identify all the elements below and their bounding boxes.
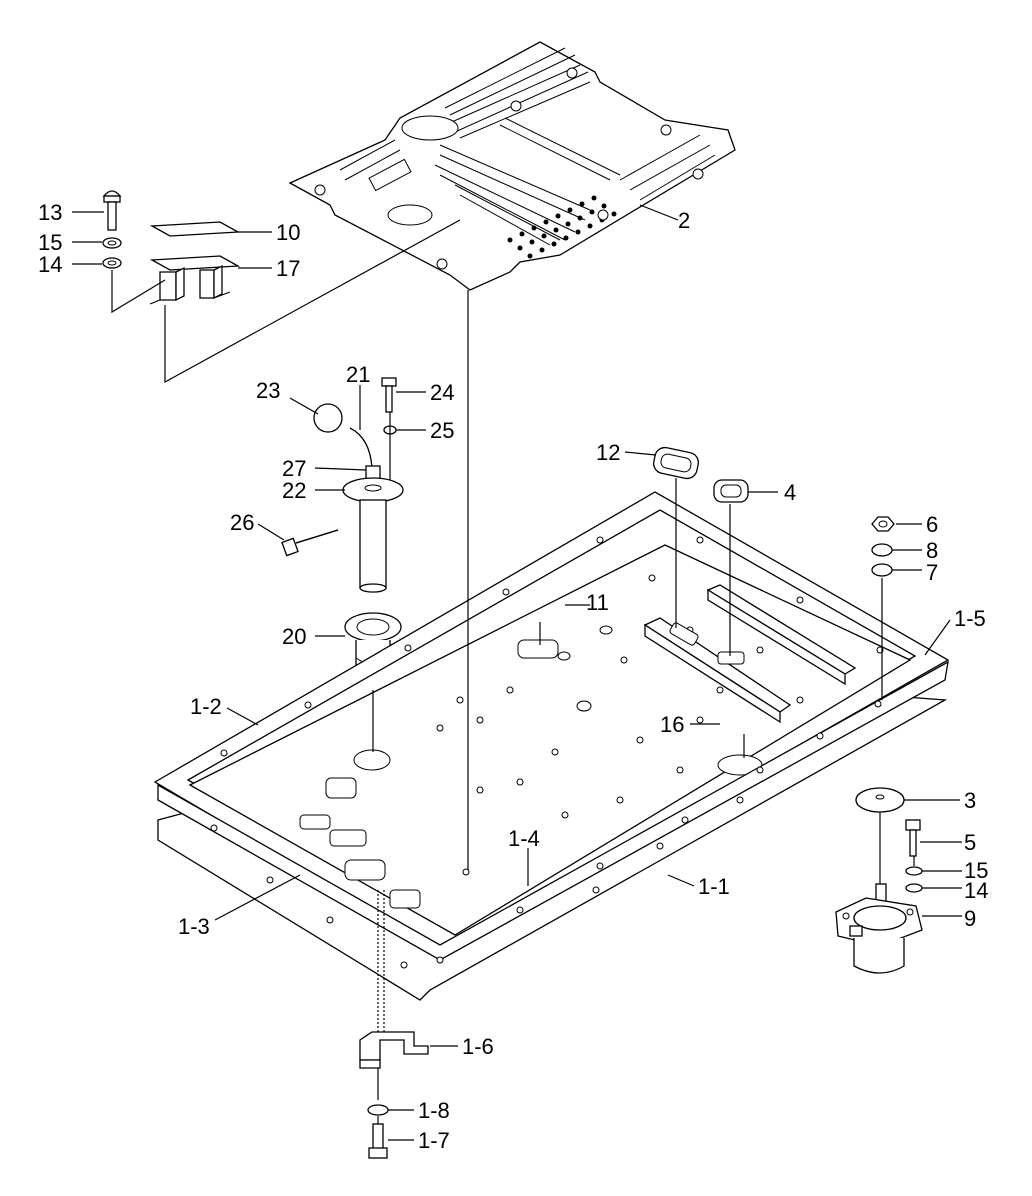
callout-1-2: 1-2 (190, 694, 222, 719)
callout-1-7: 1-7 (418, 1128, 450, 1153)
callout-11: 11 (586, 590, 609, 615)
callout-17: 17 (276, 256, 300, 281)
grommet-4 (713, 479, 749, 503)
plate-10 (149, 221, 241, 237)
callout-3: 3 (964, 788, 976, 813)
callout-15b: 15 (964, 858, 988, 883)
rail-1-4 (643, 584, 857, 724)
callout-8: 8 (926, 538, 938, 563)
spacer-3 (855, 787, 905, 813)
callout-22: 22 (282, 478, 306, 503)
bolt-24 (381, 377, 397, 413)
callout-5: 5 (964, 830, 976, 855)
callout-10: 10 (276, 220, 300, 245)
bracket-17 (149, 255, 241, 305)
callout-15: 15 (38, 230, 62, 255)
washer-15b (905, 866, 923, 876)
floor-plate-part (288, 41, 736, 291)
callout-2: 2 (678, 208, 690, 233)
callout-4: 4 (784, 480, 796, 505)
screw-26 (281, 529, 339, 557)
clip-1-6 (359, 1031, 429, 1069)
float-ball-23 (313, 403, 343, 433)
callout-27: 27 (282, 456, 306, 481)
callout-14b: 14 (964, 878, 988, 903)
callout-1-4: 1-4 (508, 826, 540, 851)
callout-1-1: 1-1 (698, 874, 730, 899)
nut-6 (871, 516, 895, 532)
callout-1-6: 1-6 (462, 1034, 494, 1059)
bolt-13 (102, 190, 122, 231)
grommet-12 (652, 446, 700, 480)
callout-7: 7 (926, 560, 938, 585)
callout-1-5: 1-5 (954, 606, 986, 631)
callout-20: 20 (282, 624, 306, 649)
callout-14: 14 (38, 252, 62, 277)
washer-14 (102, 257, 122, 269)
callout-16: 16 (660, 712, 684, 737)
washer-8 (871, 543, 893, 557)
callout-1-3: 1-3 (178, 914, 210, 939)
callout-25: 25 (430, 418, 454, 443)
washer-15 (102, 237, 122, 249)
callout-13: 13 (38, 200, 62, 225)
washer-1-8 (367, 1104, 389, 1116)
callout-21: 21 (346, 362, 370, 387)
callout-6: 6 (926, 512, 938, 537)
callout-1-8: 1-8 (418, 1098, 450, 1123)
mount-9 (835, 883, 923, 974)
callout-26: 26 (230, 510, 254, 535)
callout-24: 24 (430, 380, 454, 405)
callout-23: 23 (256, 378, 280, 403)
washer-7 (871, 563, 893, 577)
bolt-1-7 (368, 1123, 388, 1159)
callout-9: 9 (964, 906, 976, 931)
sender-unit-22 (342, 465, 404, 593)
float-arm-21 (349, 427, 373, 469)
callout-12: 12 (596, 440, 620, 465)
washer-14b (905, 883, 923, 893)
bolt-5 (905, 819, 921, 857)
